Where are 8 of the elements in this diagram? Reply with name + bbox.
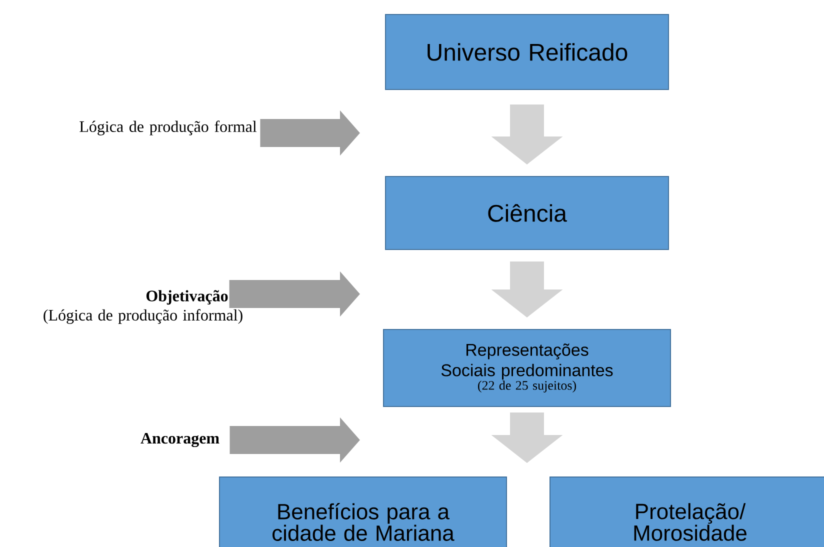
process-label: Lógica de produção formal [80, 120, 257, 136]
process-box: Representações Sociais predominantes (22 de 25 sujeitos) [383, 329, 671, 407]
process-box: Benefícios para a cidade de Mariana [219, 476, 507, 547]
process-label: Objetivação (Lógica de produção informal) [44, 290, 242, 324]
process-box: Ciência [385, 176, 669, 250]
process-label: Ancoragem [140, 432, 220, 448]
process-box: Protelação/ Morosidade [550, 476, 824, 547]
process-box: Universo Reificado [385, 14, 669, 90]
